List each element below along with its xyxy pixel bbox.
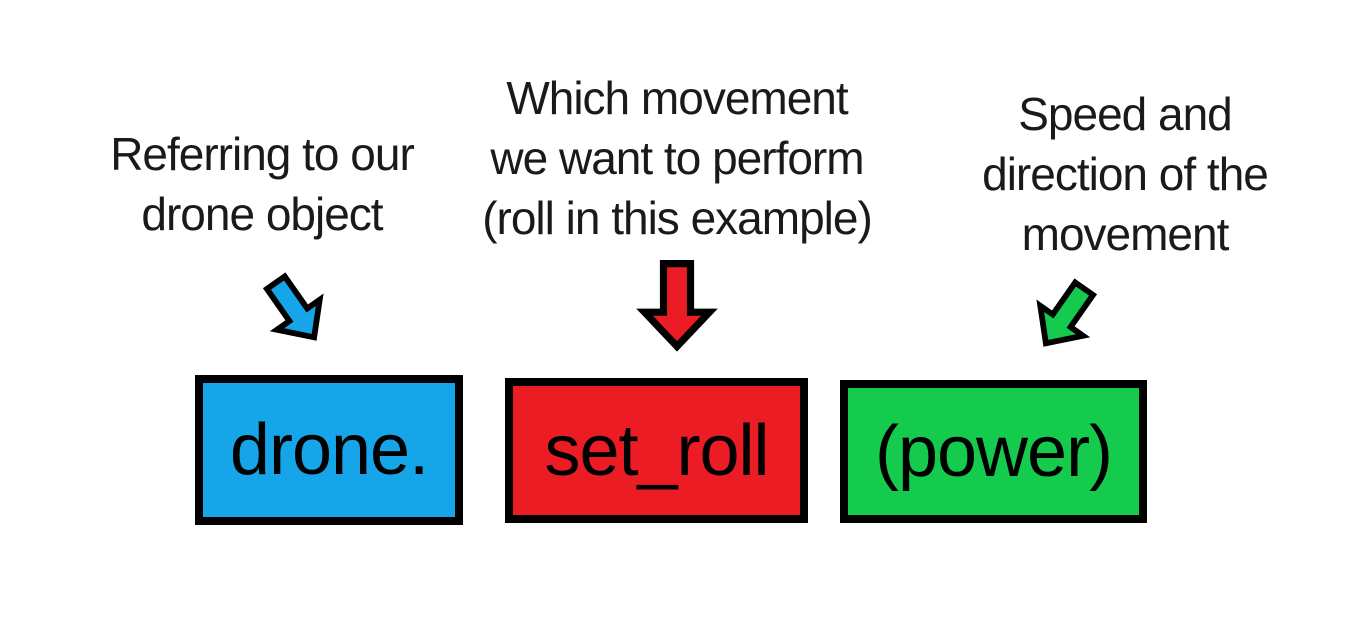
annotation-line: Speed and [1018, 88, 1233, 140]
annotation-line: direction of the [982, 148, 1269, 200]
annotation-movement: Which movement we want to perform (roll … [452, 68, 902, 248]
code-box-label: set_roll [544, 410, 769, 491]
annotation-drone-object: Referring to our drone object [62, 124, 462, 244]
green-down-left-arrow-icon [1036, 278, 1098, 347]
red-down-arrow-icon [636, 260, 718, 352]
blue-down-right-arrow-icon [262, 272, 324, 341]
annotation-line: Which movement [506, 72, 848, 124]
annotation-line: movement [1021, 208, 1230, 260]
annotation-line: we want to perform [490, 132, 864, 184]
code-box-drone: drone. [195, 375, 463, 525]
annotation-line: (roll in this example) [482, 192, 873, 244]
annotation-power: Speed and direction of the movement [900, 84, 1350, 264]
code-box-label: drone. [229, 410, 429, 490]
code-box-power: (power) [840, 380, 1147, 523]
code-box-label: (power) [874, 411, 1113, 492]
code-box-set-roll: set_roll [505, 378, 808, 523]
annotation-line: Referring to our [110, 128, 415, 180]
annotation-line: drone object [141, 188, 383, 240]
